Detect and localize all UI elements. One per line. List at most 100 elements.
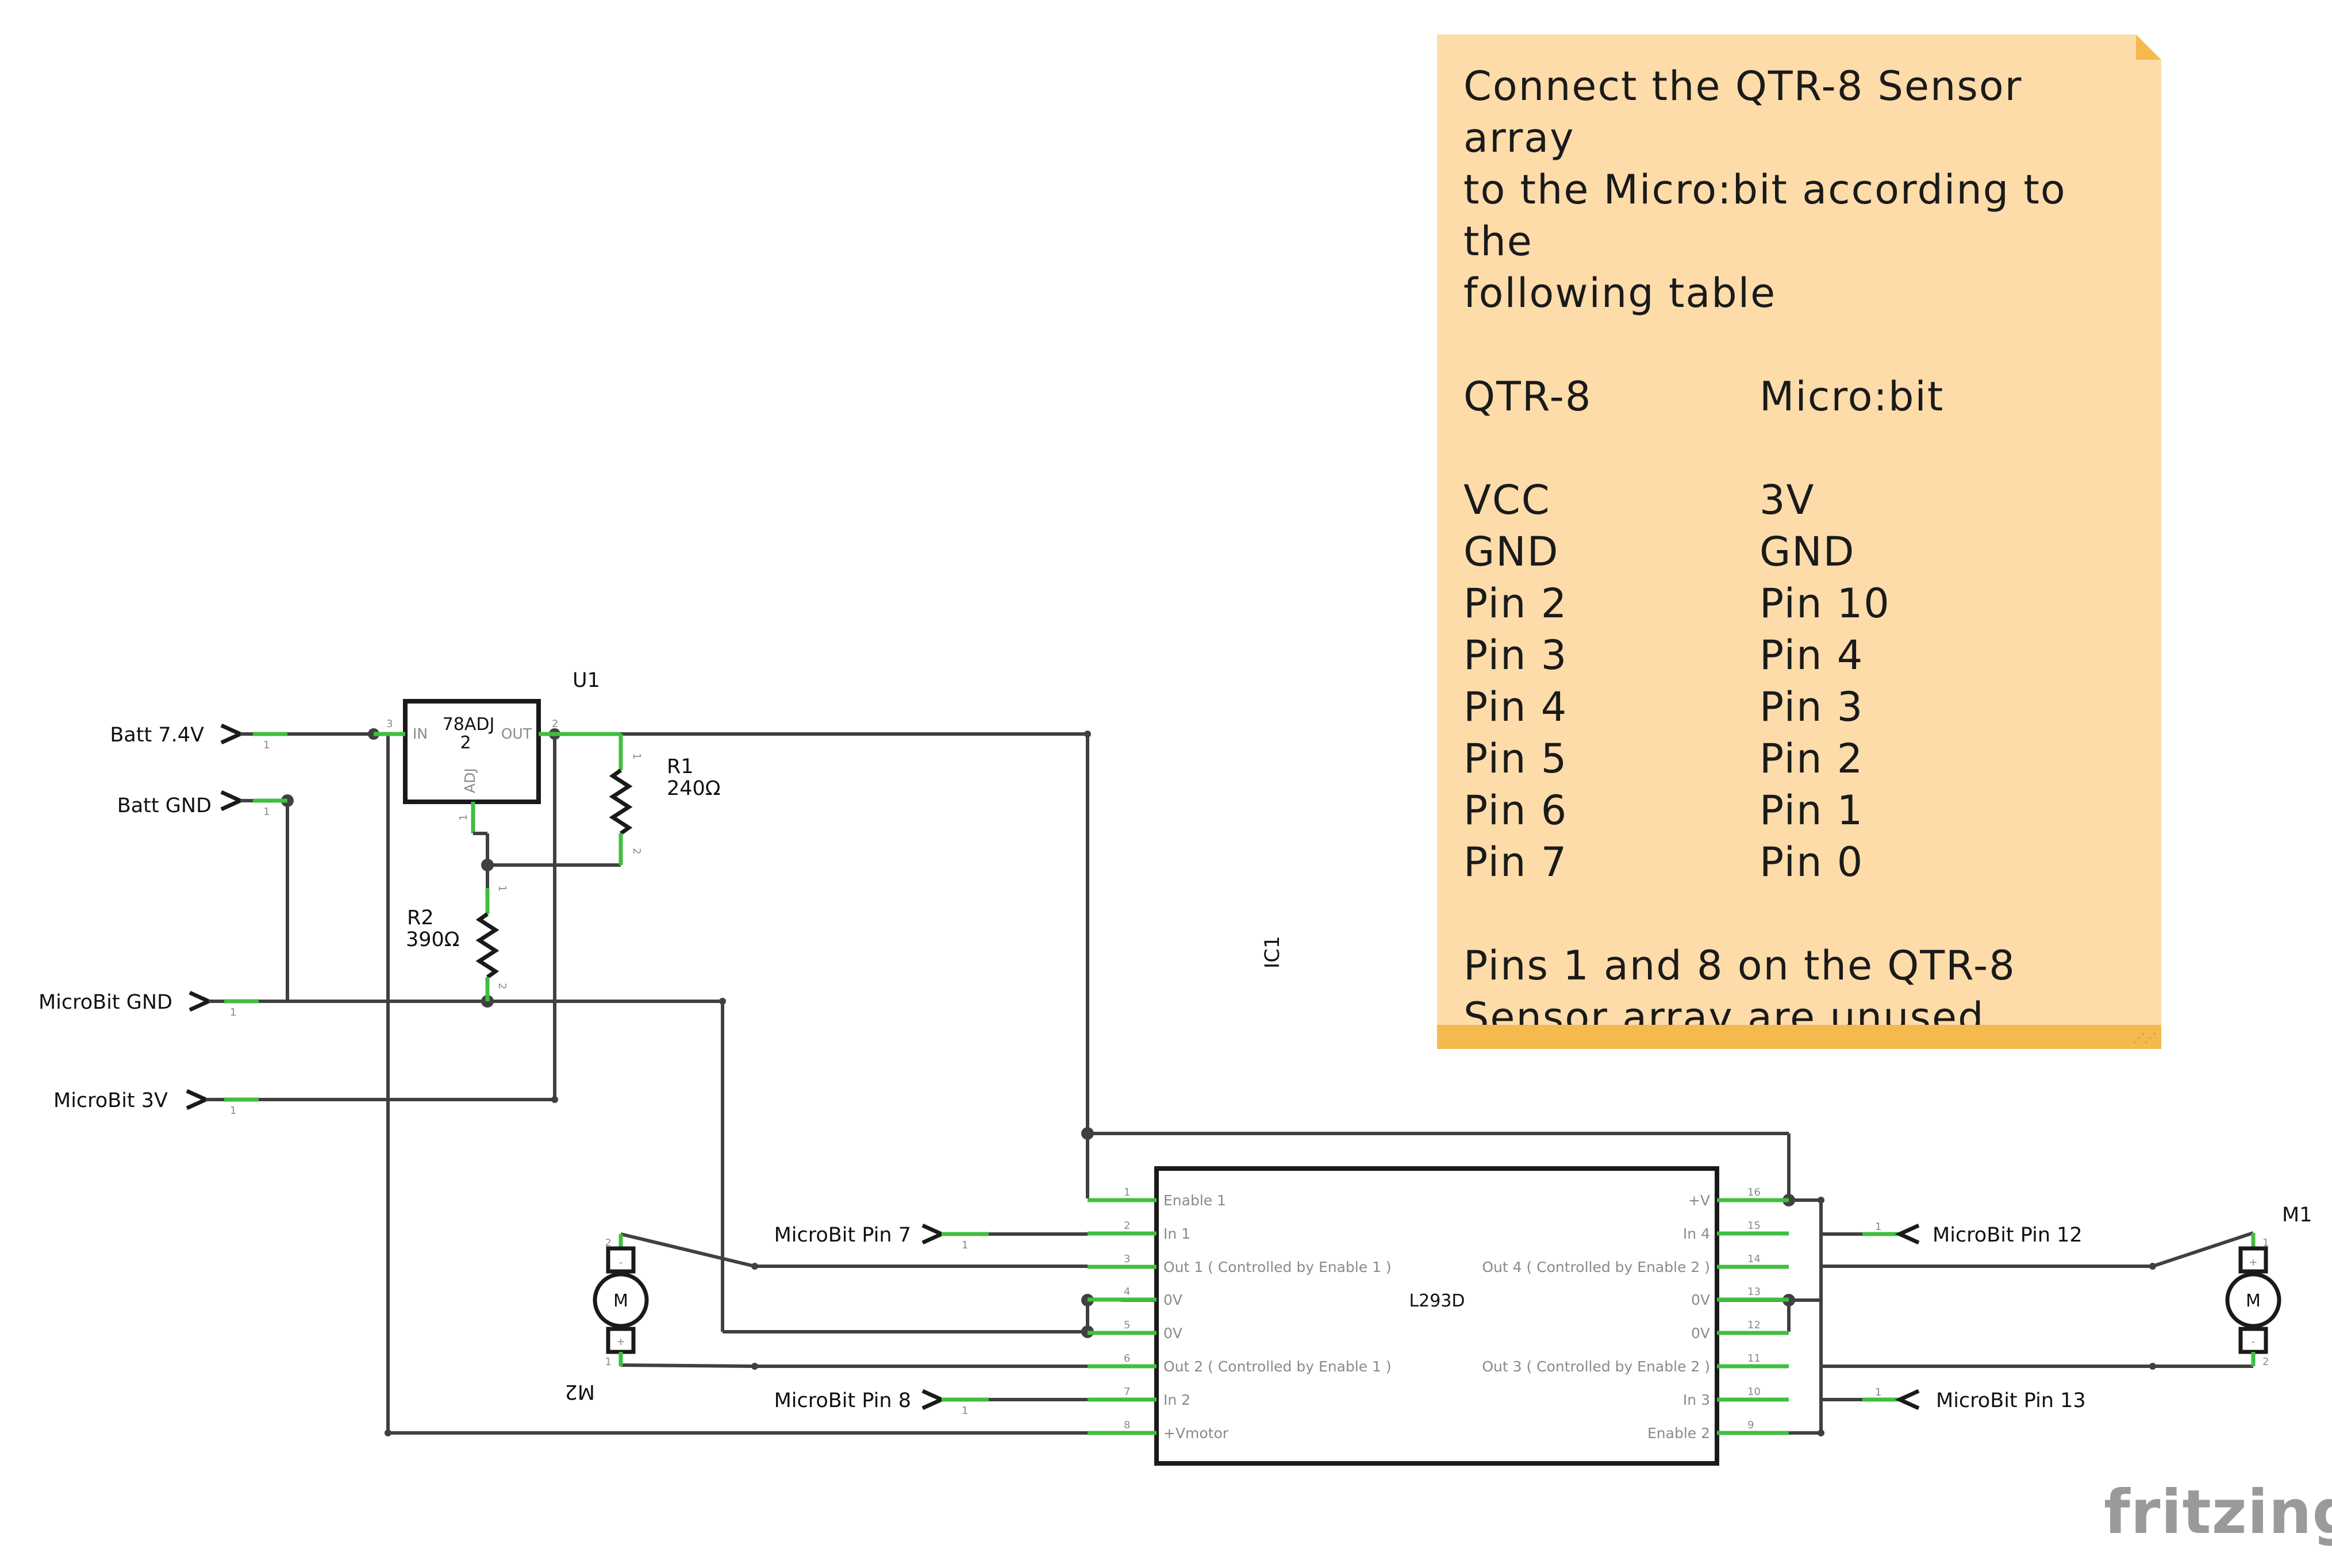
note-cell-microbit: Pin 1: [1759, 787, 1864, 834]
svg-text:1: 1: [1875, 1386, 1881, 1398]
r2-value: 390Ω: [406, 928, 460, 951]
note-content: Connect the QTR-8 Sensor array to the Mi…: [1463, 60, 2142, 1043]
motor-m2: M - + 2 1 M2: [565, 1234, 649, 1403]
note-cell-qtr: Pin 4: [1463, 683, 1568, 731]
svg-text:2: 2: [460, 733, 471, 753]
note-table-row: Pin 5 Pin 2: [1463, 733, 2142, 785]
note-cell-qtr: Pin 5: [1463, 735, 1568, 782]
ic1-pin-number: 13: [1747, 1286, 1761, 1298]
svg-text:-: -: [619, 1256, 623, 1269]
resize-grip-icon[interactable]: ⋰⋰: [2133, 1031, 2157, 1046]
svg-text:1: 1: [230, 1105, 236, 1117]
net-label-microbit-gnd: MicroBit GND 1: [39, 990, 259, 1019]
note-intro: Connect the QTR-8 Sensor array to the Mi…: [1463, 63, 2066, 317]
ic1-pin-number: 1: [1124, 1186, 1130, 1198]
note-cell-qtr: VCC: [1463, 476, 1551, 524]
svg-text:+: +: [616, 1336, 625, 1348]
note-footer-1: Pins 1 and 8 on the QTR-8: [1463, 942, 2016, 989]
svg-text:1: 1: [263, 806, 270, 818]
svg-text:ADJ: ADJ: [462, 768, 478, 793]
ic1-pin-number: 16: [1747, 1186, 1761, 1198]
ic1-pin-label: Enable 1: [1163, 1192, 1226, 1209]
ic1-pin-number: 5: [1124, 1319, 1130, 1331]
ic1-pin-number: 11: [1747, 1352, 1761, 1365]
r1-ref: R1: [667, 755, 694, 778]
net-label-text: MicroBit 3V: [53, 1089, 168, 1112]
ic1-pin-number: 9: [1747, 1419, 1754, 1431]
svg-text:3: 3: [386, 718, 393, 730]
net-label-microbit-pin13: 1 MicroBit Pin 13: [1862, 1386, 2086, 1412]
note-cell-microbit: Pin 2: [1759, 735, 1864, 782]
svg-text:M: M: [2246, 1291, 2261, 1311]
net-label-text: MicroBit Pin 12: [1933, 1224, 2083, 1247]
ic1-pin-number: 2: [1124, 1220, 1130, 1232]
note-panel: Connect the QTR-8 Sensor array to the Mi…: [1437, 34, 2161, 1049]
svg-text:OUT: OUT: [501, 725, 532, 742]
note-cell-microbit: Pin 0: [1759, 839, 1864, 886]
svg-text:1: 1: [631, 753, 643, 759]
net-label-microbit-3v: MicroBit 3V 1: [53, 1089, 259, 1117]
svg-text:+: +: [2249, 1256, 2257, 1269]
ic1-pin-label: +Vmotor: [1163, 1425, 1229, 1442]
ic1-pin-label: Out 1 ( Controlled by Enable 1 ): [1163, 1259, 1392, 1275]
net-label-text: MicroBit Pin 13: [1936, 1389, 2086, 1412]
net-label-text: MicroBit Pin 7: [774, 1224, 911, 1247]
net-label-text: Batt GND: [117, 794, 212, 817]
ic1-pin-label: In 1: [1163, 1225, 1190, 1242]
svg-text:1: 1: [962, 1239, 968, 1251]
ic1-pin-label: 0V: [1163, 1325, 1182, 1342]
net-label-text: Batt 7.4V: [110, 724, 204, 747]
note-cell-microbit: GND: [1759, 528, 1855, 575]
m2-ref: M2: [565, 1380, 595, 1403]
note-header-qtr: QTR-8: [1463, 373, 1592, 420]
note-cell-qtr: Pin 3: [1463, 632, 1568, 679]
net-label-batt-7v4: Batt 7.4V 1: [110, 723, 287, 751]
svg-text:2: 2: [631, 848, 643, 854]
ic1-pin-label: +V: [1688, 1192, 1710, 1209]
ic1-pin-label: Out 2 ( Controlled by Enable 1 ): [1163, 1358, 1392, 1375]
u1-part: 78ADJ: [443, 714, 495, 735]
ic1-pin-label: In 3: [1683, 1392, 1710, 1408]
net-label-microbit-pin8: MicroBit Pin 8 1: [774, 1389, 989, 1417]
wires: [259, 732, 2254, 1435]
ic1-part: L293D: [1409, 1291, 1465, 1311]
ic1-pin-label: 0V: [1691, 1325, 1710, 1342]
regulator-u1: U1 IN OUT 78ADJ 2 ADJ 3 2 1: [374, 669, 621, 865]
note-cell-microbit: Pin 4: [1759, 632, 1864, 679]
svg-text:1: 1: [2262, 1237, 2269, 1249]
ic1-pin-number: 7: [1124, 1386, 1130, 1398]
svg-text:M: M: [613, 1291, 628, 1311]
ic1-ref: IC1: [1261, 936, 1284, 969]
note-cell-qtr: Pin 6: [1463, 787, 1568, 834]
svg-text:1: 1: [458, 814, 470, 821]
note-fold: [2136, 34, 2161, 60]
ic1-pin-label: Enable 2: [1647, 1425, 1710, 1442]
ic1-pin-number: 6: [1124, 1352, 1130, 1365]
note-cell-qtr: GND: [1463, 528, 1559, 575]
ic1-pin-label: Out 3 ( Controlled by Enable 2 ): [1482, 1358, 1710, 1375]
net-label-microbit-pin7: MicroBit Pin 7 1: [774, 1223, 989, 1251]
ic1-pin-label: 0V: [1163, 1292, 1182, 1308]
note-bottom-bar: [1437, 1025, 2161, 1049]
ic1-pin-number: 12: [1747, 1319, 1761, 1331]
r2-ref: R2: [407, 906, 434, 929]
note-table-header: QTR-8 Micro:bit: [1463, 371, 2142, 422]
svg-text:2: 2: [605, 1237, 612, 1249]
ic1-pin-number: 4: [1124, 1286, 1130, 1298]
svg-text:1: 1: [1875, 1221, 1881, 1233]
note-cell-microbit: Pin 3: [1759, 683, 1864, 731]
svg-text:-: -: [2252, 1336, 2256, 1348]
note-cell-microbit: 3V: [1759, 476, 1815, 524]
fritzing-logo: fritzing: [2104, 1477, 2332, 1547]
resistor-r1: 1 2 R1 240Ω: [609, 734, 721, 865]
ic1-pin-number: 8: [1124, 1419, 1130, 1431]
ic1-pin-label: In 4: [1683, 1225, 1710, 1242]
ic1-pin-label: In 2: [1163, 1392, 1190, 1408]
motor-m1: M + - 1 2 M1: [2225, 1204, 2312, 1368]
net-label-text: MicroBit Pin 8: [774, 1389, 911, 1412]
